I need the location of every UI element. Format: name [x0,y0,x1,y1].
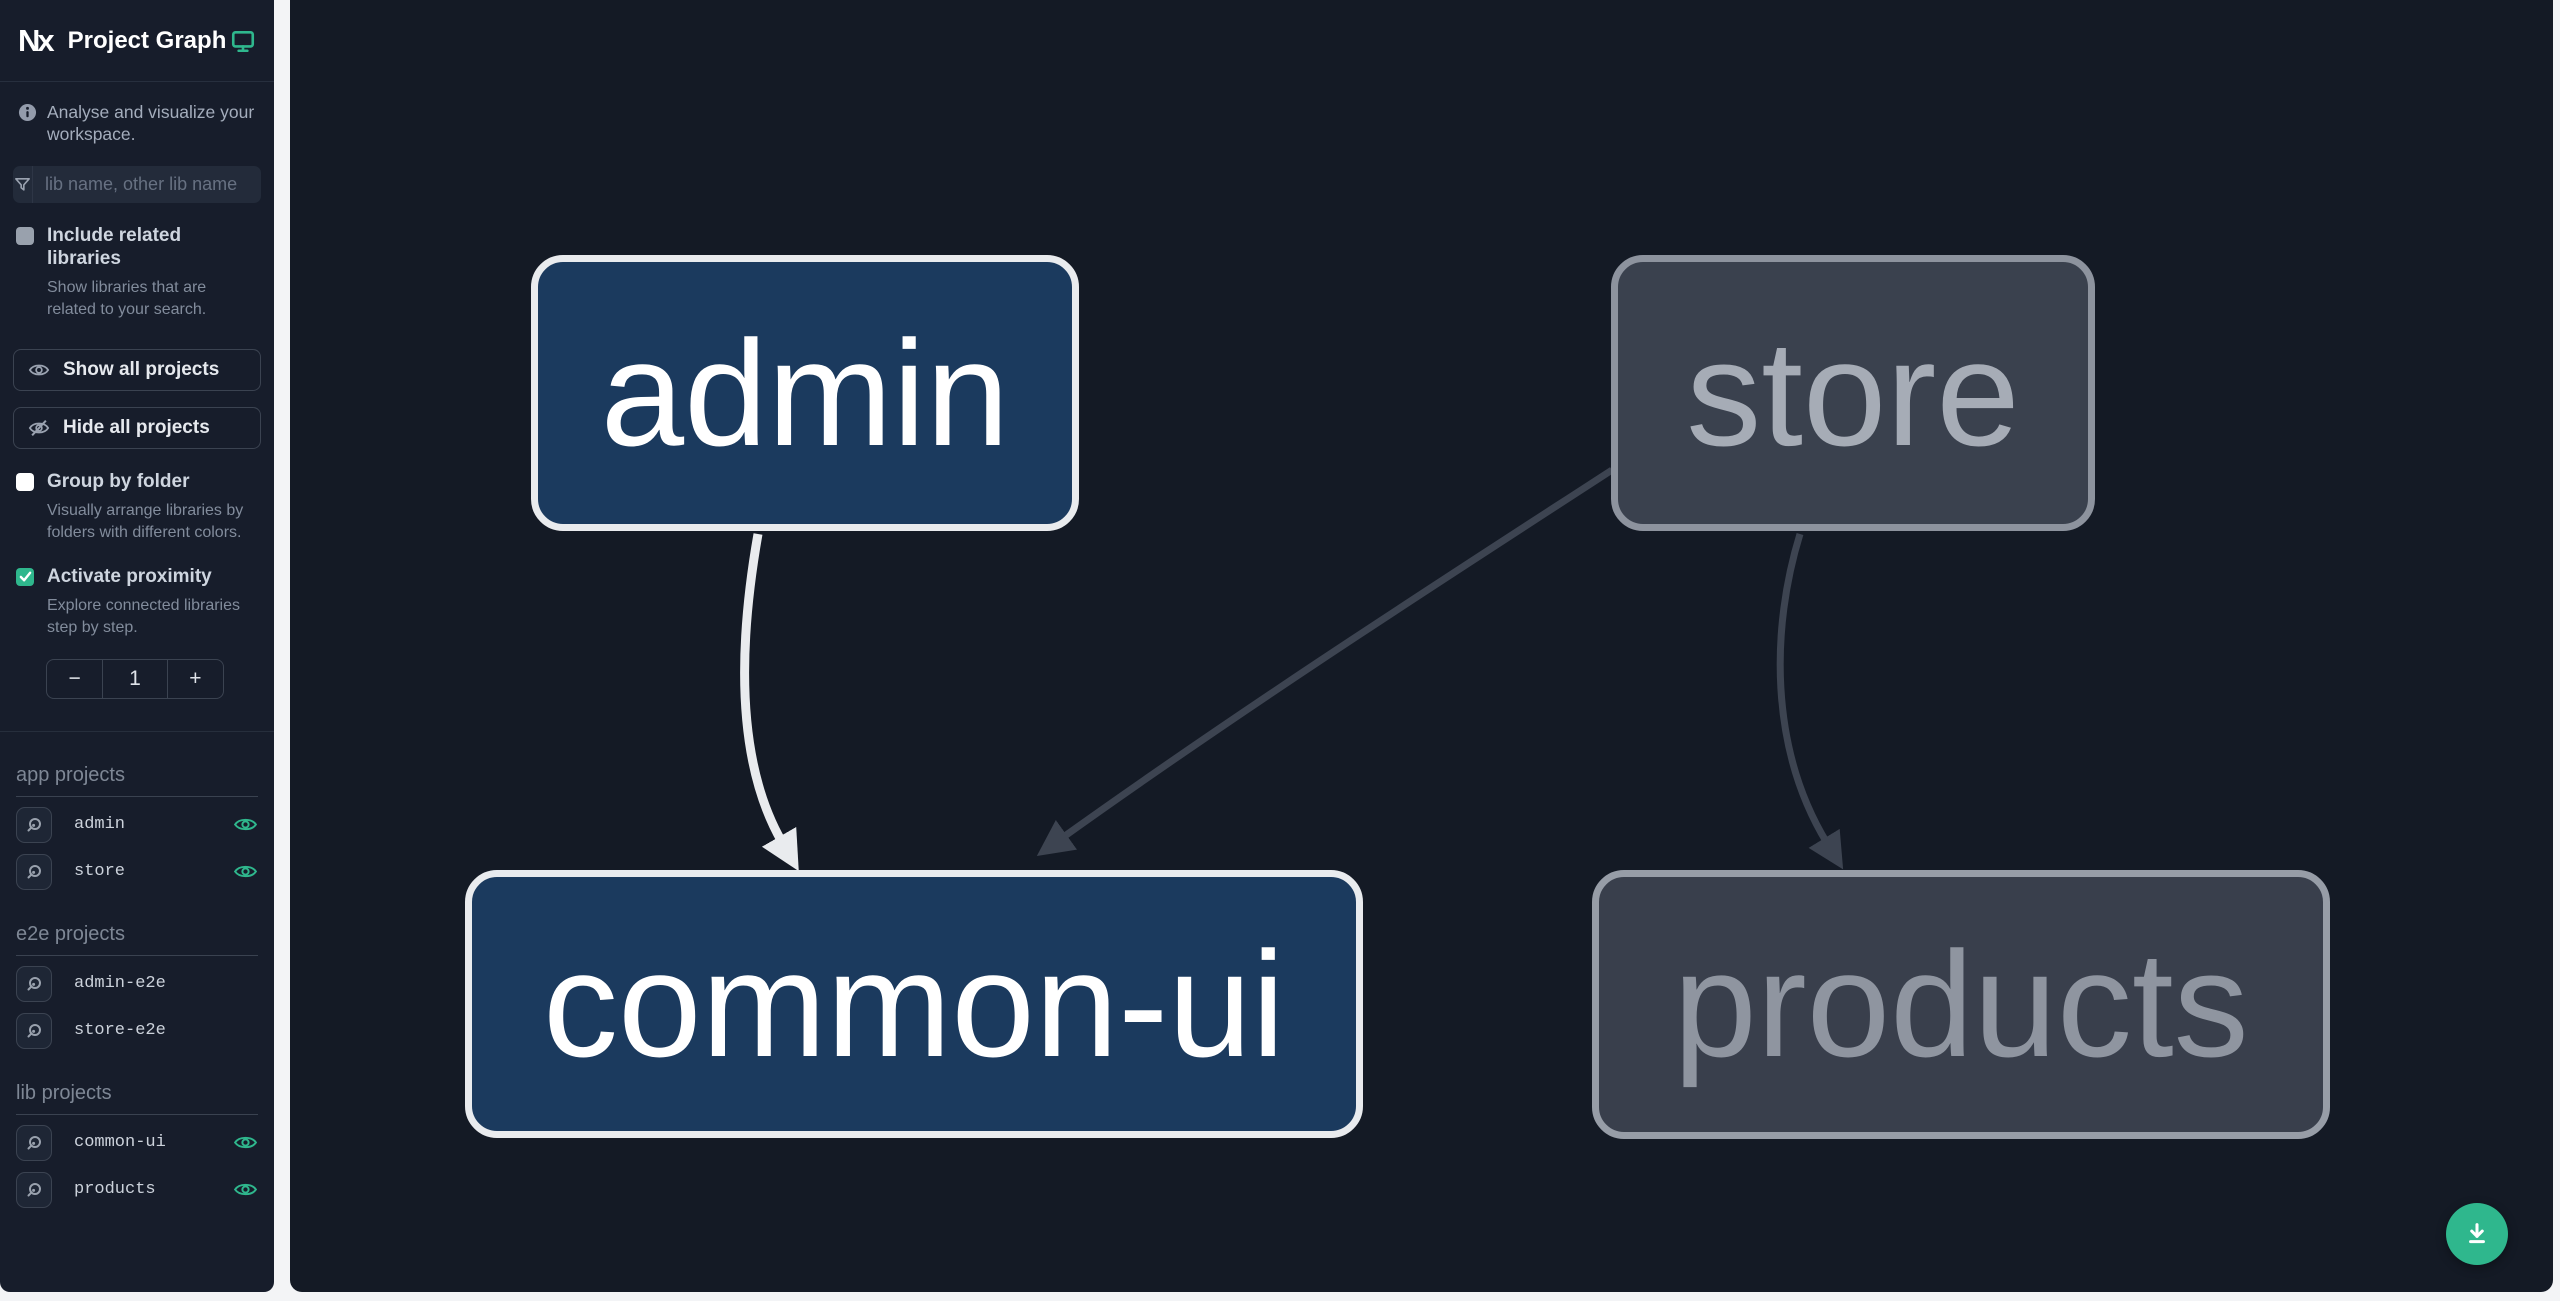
check-icon [19,571,31,582]
project-row-products: products [16,1171,258,1209]
section-title-app-projects: app projects [16,764,258,797]
focus-icon [27,1135,41,1149]
eye-off-icon [28,419,50,436]
show-all-projects-button[interactable]: Show all projects [13,348,261,391]
group-by-folder-label: Group by folder [47,470,190,492]
section-title-lib-projects: lib projects [16,1082,258,1115]
focus-icon [27,817,41,831]
group-by-folder-description: Visually arrange libraries by folders wi… [47,502,244,541]
edge-store-to-common-ui [1036,467,1614,856]
edge-admin-to-common-ui [740,533,799,872]
toggle-visibility-eye-icon[interactable] [233,859,258,884]
project-row-store-e2e: store-e2e [16,1012,258,1050]
node-label: store [1686,308,2020,477]
focus-icon [27,1023,41,1037]
project-name: store-e2e [74,1021,166,1040]
monitor-icon [231,30,255,52]
focus-project-button[interactable] [16,1012,52,1049]
activate-proximity-description: Explore connected libraries step by step… [47,597,240,636]
toggle-visibility-eye-icon[interactable] [233,1177,258,1202]
focus-icon [27,976,41,990]
sidebar-divider [274,0,290,1292]
project-name: admin-e2e [74,974,166,993]
page-title: Project Graph [67,26,227,54]
activate-proximity-toggle: Activate proximity Explore connected lib… [16,566,258,639]
focus-icon [27,864,41,878]
node-label: products [1673,920,2249,1088]
system-theme-icon[interactable] [230,28,256,54]
sidebar: Nx Project Graph Analyse and visualize y… [0,0,274,1292]
project-name: common-ui [74,1133,166,1152]
toggle-visibility-eye-icon[interactable] [233,812,258,837]
graph-node-products[interactable]: products [1592,870,2330,1139]
download-graph-button[interactable] [2446,1203,2508,1265]
project-name: products [74,1180,156,1199]
filter-icon [13,165,33,203]
focus-project-button[interactable] [16,965,52,1002]
group-by-folder-checkbox[interactable] [16,472,34,491]
download-icon [2469,1223,2485,1244]
edge-store-to-products [1776,532,1844,870]
workspace-hint-text: Analyse and visualize your workspace. [47,102,255,144]
project-name: admin [74,815,126,834]
include-related-checkbox[interactable] [16,226,34,245]
focus-project-button[interactable] [16,806,52,843]
graph-node-admin[interactable]: admin [531,255,1079,531]
focus-project-button[interactable] [16,1124,52,1161]
info-icon [18,103,37,122]
project-row-admin-e2e: admin-e2e [16,965,258,1003]
decrement-button[interactable]: − [47,659,104,698]
project-lists: app projects admin store [0,764,274,1249]
graph-canvas[interactable]: admin store common-ui products [290,0,2553,1292]
section-title-e2e-projects: e2e projects [16,923,258,956]
project-row-common-ui: common-ui [16,1124,258,1162]
proximity-depth-stepper: − 1 + [46,658,224,699]
filter-box [13,165,261,203]
nx-logo: Nx [18,22,55,58]
toggle-visibility-eye-icon[interactable] [233,1130,258,1155]
focus-project-button[interactable] [16,853,52,890]
increment-button[interactable]: + [166,659,223,698]
graph-edges [740,467,1844,872]
focus-icon [27,1182,41,1196]
activate-proximity-label: Activate proximity [47,565,212,587]
node-label: admin [600,308,1010,477]
sidebar-header: Nx Project Graph [0,0,274,82]
group-by-folder-toggle: Group by folder Visually arrange librari… [16,471,258,544]
include-related-toggle: Include related libraries Show libraries… [16,225,258,321]
sidebar-divider-line [0,730,274,732]
graph-node-common-ui[interactable]: common-ui [465,870,1363,1138]
hide-all-projects-button[interactable]: Hide all projects [13,406,261,449]
proximity-depth-value[interactable]: 1 [129,666,141,690]
node-label: common-ui [543,919,1285,1088]
include-related-label: Include related libraries [47,224,182,269]
workspace-hint: Analyse and visualize your workspace. [0,82,274,146]
project-name: store [74,862,126,881]
project-row-admin: admin [16,806,258,844]
filter-input[interactable] [33,165,261,203]
graph-node-store[interactable]: store [1611,255,2095,531]
eye-icon [28,364,50,375]
project-row-store: store [16,853,258,891]
activate-proximity-checkbox[interactable] [16,567,34,586]
hide-all-projects-label: Hide all projects [63,416,210,438]
show-all-projects-label: Show all projects [63,358,220,380]
include-related-description: Show libraries that are related to your … [47,279,207,318]
focus-project-button[interactable] [16,1171,52,1208]
